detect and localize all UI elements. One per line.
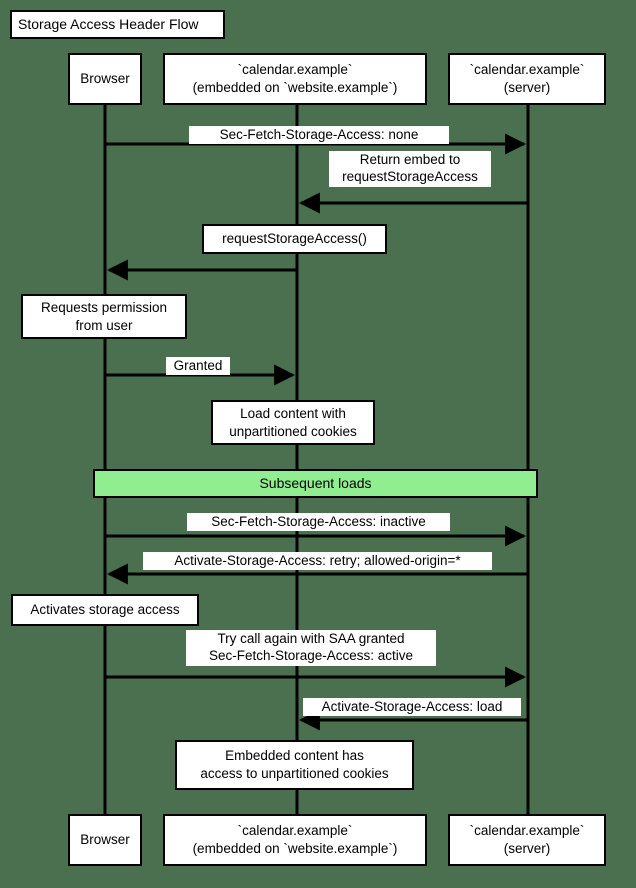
note-load-content-unpartitioned-cookies: Load content with unpartitioned cookies [211, 400, 375, 445]
note-requests-permission-from-user: Requests permission from user [21, 294, 187, 339]
lifeline-group [103, 105, 530, 814]
participant-calendar-embedded-top[interactable]: `calendar.example` (embedded on `website… [163, 53, 427, 105]
diagram-title: Storage Access Header Flow [10, 10, 225, 39]
participant-calendar-server-bottom[interactable]: `calendar.example` (server) [448, 814, 606, 866]
message-label-sec-fetch-storage-access-none: Sec-Fetch-Storage-Access: none [189, 126, 449, 144]
message-label-sec-fetch-storage-access-inactive: Sec-Fetch-Storage-Access: inactive [187, 513, 450, 531]
participant-calendar-embedded-bottom[interactable]: `calendar.example` (embedded on `website… [163, 814, 427, 866]
participant-browser-top[interactable]: Browser [68, 53, 142, 105]
note-embedded-content-has-access: Embedded content has access to unpartiti… [175, 740, 414, 790]
message-arrows [105, 133, 528, 731]
message-label-return-embed-to-request-storage-access: Return embed to requestStorageAccess [329, 151, 491, 187]
participant-calendar-server-top[interactable]: `calendar.example` (server) [448, 53, 606, 105]
note-request-storage-access-call: requestStorageAccess() [202, 224, 387, 254]
message-label-try-call-again-saa-granted: Try call again with SAA granted Sec-Fetc… [186, 630, 436, 666]
participant-browser-bottom[interactable]: Browser [68, 814, 142, 866]
note-activates-storage-access: Activates storage access [11, 594, 199, 626]
section-divider-subsequent-loads: Subsequent loads [93, 469, 538, 498]
message-label-granted: Granted [166, 357, 230, 375]
message-label-activate-storage-access-retry: Activate-Storage-Access: retry; allowed-… [143, 552, 492, 570]
message-label-activate-storage-access-load: Activate-Storage-Access: load [303, 698, 521, 716]
